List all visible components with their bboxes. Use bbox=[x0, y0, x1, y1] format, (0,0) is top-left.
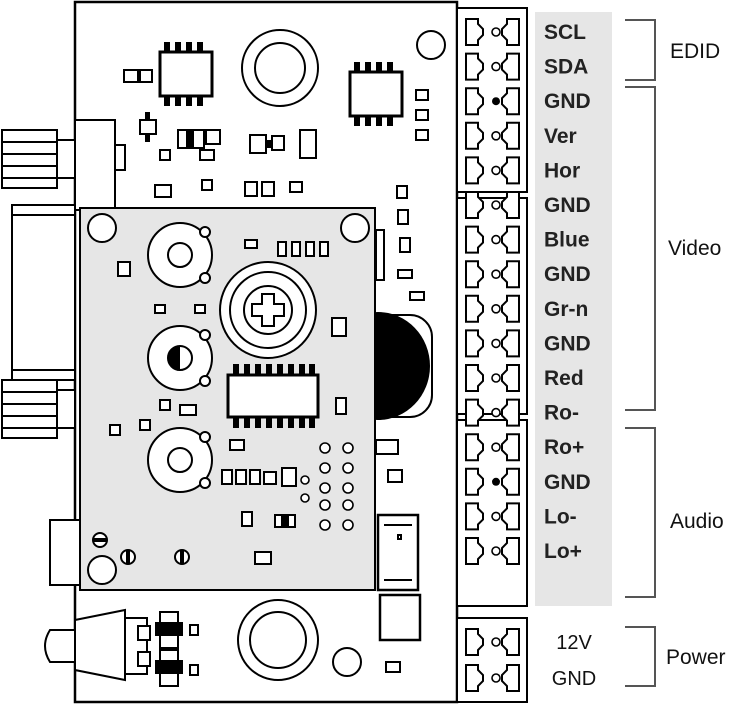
terminal-slot bbox=[465, 156, 520, 185]
left-connectors bbox=[1, 119, 151, 682]
pin-label: Ver bbox=[544, 125, 577, 148]
pin-label: GND bbox=[544, 263, 591, 286]
pin-label: Blue bbox=[544, 229, 590, 252]
terminal-slot bbox=[465, 191, 520, 219]
pin-label: Red bbox=[544, 367, 584, 390]
terminal-slot bbox=[465, 87, 520, 116]
terminal-slot bbox=[465, 52, 520, 81]
pin-label: SDA bbox=[544, 56, 588, 79]
pin-label: Gr-n bbox=[544, 298, 588, 321]
pin-label: Lo+ bbox=[544, 540, 582, 563]
group-label-video: Video bbox=[668, 237, 721, 260]
group-label-audio: Audio bbox=[670, 510, 724, 533]
pin-label: SCL bbox=[544, 21, 586, 44]
pin-label: GND bbox=[544, 471, 591, 494]
terminal-slot bbox=[465, 433, 520, 462]
group-brackets bbox=[625, 19, 656, 687]
power-pin-label: GND bbox=[552, 668, 596, 690]
pin-label: Hor bbox=[544, 159, 580, 182]
pin-label: Lo- bbox=[544, 505, 577, 528]
terminal-slot bbox=[465, 121, 520, 150]
pin-labels: SCLSDAGNDVerHorGNDBlueGNDGr-nGNDRedRo-Ro… bbox=[544, 21, 591, 563]
terminal-slot bbox=[465, 537, 520, 565]
terminal-slot bbox=[465, 225, 520, 254]
terminal-slot bbox=[465, 18, 520, 46]
terminal-slot bbox=[465, 294, 520, 323]
top-components bbox=[123, 29, 446, 199]
terminal-slot bbox=[465, 664, 520, 692]
pin-label: Ro+ bbox=[544, 436, 584, 459]
power-pin-label: 12V bbox=[556, 632, 592, 654]
terminal-blocks bbox=[456, 7, 528, 703]
terminal-slot bbox=[465, 329, 520, 358]
pin-label: Ro- bbox=[544, 402, 579, 425]
pin-label: GND bbox=[544, 332, 591, 355]
terminal-slot bbox=[465, 628, 520, 656]
terminal-slot bbox=[465, 398, 520, 427]
daughter-board bbox=[79, 207, 376, 591]
pin-label: GND bbox=[544, 90, 591, 113]
group-label-power: Power bbox=[666, 646, 726, 669]
pin-label: GND bbox=[544, 194, 591, 217]
terminal-slot bbox=[465, 260, 520, 289]
power-labels: 12V GND bbox=[552, 632, 596, 690]
group-label-edid: EDID bbox=[670, 40, 720, 63]
terminal-slot bbox=[465, 364, 520, 392]
terminal-slot bbox=[465, 467, 520, 496]
pin-label-panel bbox=[535, 12, 612, 606]
terminal-slot bbox=[465, 502, 520, 531]
